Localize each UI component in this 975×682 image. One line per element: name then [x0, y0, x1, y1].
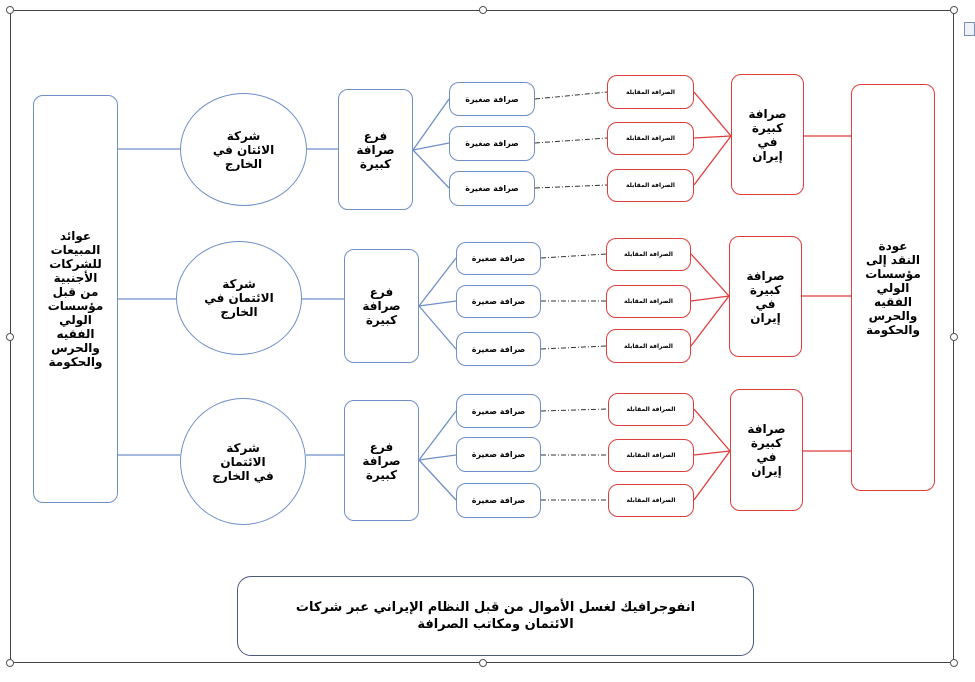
connector-counterpart-to-iran [690, 295, 730, 347]
small-exchange-node: صرافة صغيرة [456, 332, 541, 366]
resize-handle-top-right[interactable] [950, 6, 958, 14]
small-exchange-node: صرافة صغيرة [449, 126, 535, 161]
infographic-caption: انفوجرافيك لغسل الأموال من قبل النظام ال… [237, 576, 754, 656]
connector-dashed-transfer [540, 253, 607, 259]
small-exchange-node: صرافة صغيرة [456, 437, 541, 472]
resize-handle-bottom-right[interactable] [950, 659, 958, 667]
connector-counterpart-to-iran [690, 295, 730, 302]
resize-handle-bottom-left[interactable] [6, 659, 14, 667]
credit-company-node: شركة الائتمان في الخارج [180, 398, 306, 525]
connector-dashed-transfer [534, 137, 608, 144]
exchange-branch-node: فرع صرافة كبيرة [344, 400, 419, 521]
counterpart-exchange-node: الصرافة المقابلة [607, 169, 694, 202]
resize-handle-top-left[interactable] [6, 6, 14, 14]
small-exchange-node: صرافة صغيرة [449, 171, 535, 206]
connector-counterpart-to-iran [693, 450, 731, 501]
small-exchange-node: صرافة صغيرة [456, 285, 541, 318]
connector-branch-to-small-exchange [418, 410, 457, 461]
credit-company-node: شركة الائتمان في الخارج [176, 241, 302, 355]
connector-dashed-transfer [534, 91, 608, 100]
resize-handle-top-center[interactable] [479, 6, 487, 14]
credit-company-node: شركة الائتان في الخارج [180, 93, 307, 206]
small-exchange-node: صرافة صغيرة [456, 483, 541, 518]
counterpart-exchange-node: الصرافة المقابلة [608, 484, 694, 517]
connector-counterpart-to-iran [693, 450, 731, 456]
connector-dashed-transfer [534, 184, 608, 189]
connector-counterpart-to-iran [693, 91, 732, 137]
counterpart-exchange-node: الصرافة المقابلة [606, 285, 691, 318]
exchange-branch-node: فرع صرافة كبيرة [338, 89, 413, 210]
exchange-branch-node: فرع صرافة كبيرة [344, 249, 419, 363]
iran-exchange-node: صرافة كبيرة في إيران [729, 236, 802, 357]
connector-dashed-transfer [540, 345, 607, 350]
counterpart-exchange-node: الصرافة المقابلة [607, 75, 694, 109]
small-exchange-node: صرافة صغيرة [456, 242, 541, 275]
counterpart-exchange-node: الصرافة المقابلة [608, 439, 694, 472]
cash-return-node: عودة النقد إلى مؤسسات الولي الفقيه والحر… [851, 84, 935, 491]
connector-branch-to-small-exchange [418, 257, 457, 307]
counterpart-exchange-node: الصرافة المقابلة [606, 329, 691, 363]
small-exchange-node: صرافة صغيرة [456, 394, 541, 428]
connector-dashed-transfer [540, 408, 609, 412]
connector-branch-to-small-exchange [412, 149, 450, 189]
connector-counterpart-to-iran [690, 253, 730, 297]
connector-counterpart-to-iran [693, 135, 732, 139]
small-exchange-node: صرافة صغيرة [449, 82, 535, 116]
connector-branch-to-small-exchange [418, 459, 457, 501]
resize-handle-middle-left[interactable] [6, 333, 14, 341]
iran-exchange-node: صرافة كبيرة في إيران [730, 389, 803, 511]
connector-counterpart-to-iran [693, 135, 732, 186]
counterpart-exchange-node: الصرافة المقابلة [608, 393, 694, 426]
counterpart-exchange-node: الصرافة المقابلة [607, 122, 694, 155]
resize-handle-bottom-center[interactable] [479, 659, 487, 667]
resize-handle-middle-right[interactable] [950, 333, 958, 341]
source-revenues-node: عوائد المبيعات للشركات الأجنبية من قبل م… [33, 95, 118, 503]
counterpart-exchange-node: الصرافة المقابلة [606, 238, 691, 271]
connector-branch-to-small-exchange [418, 305, 457, 350]
iran-exchange-node: صرافة كبيرة في إيران [731, 74, 804, 195]
connector-branch-to-small-exchange [418, 300, 457, 307]
connector-counterpart-to-iran [693, 408, 731, 452]
connector-branch-to-small-exchange [412, 142, 450, 151]
connector-branch-to-small-exchange [418, 454, 457, 461]
connector-branch-to-small-exchange [412, 98, 450, 151]
